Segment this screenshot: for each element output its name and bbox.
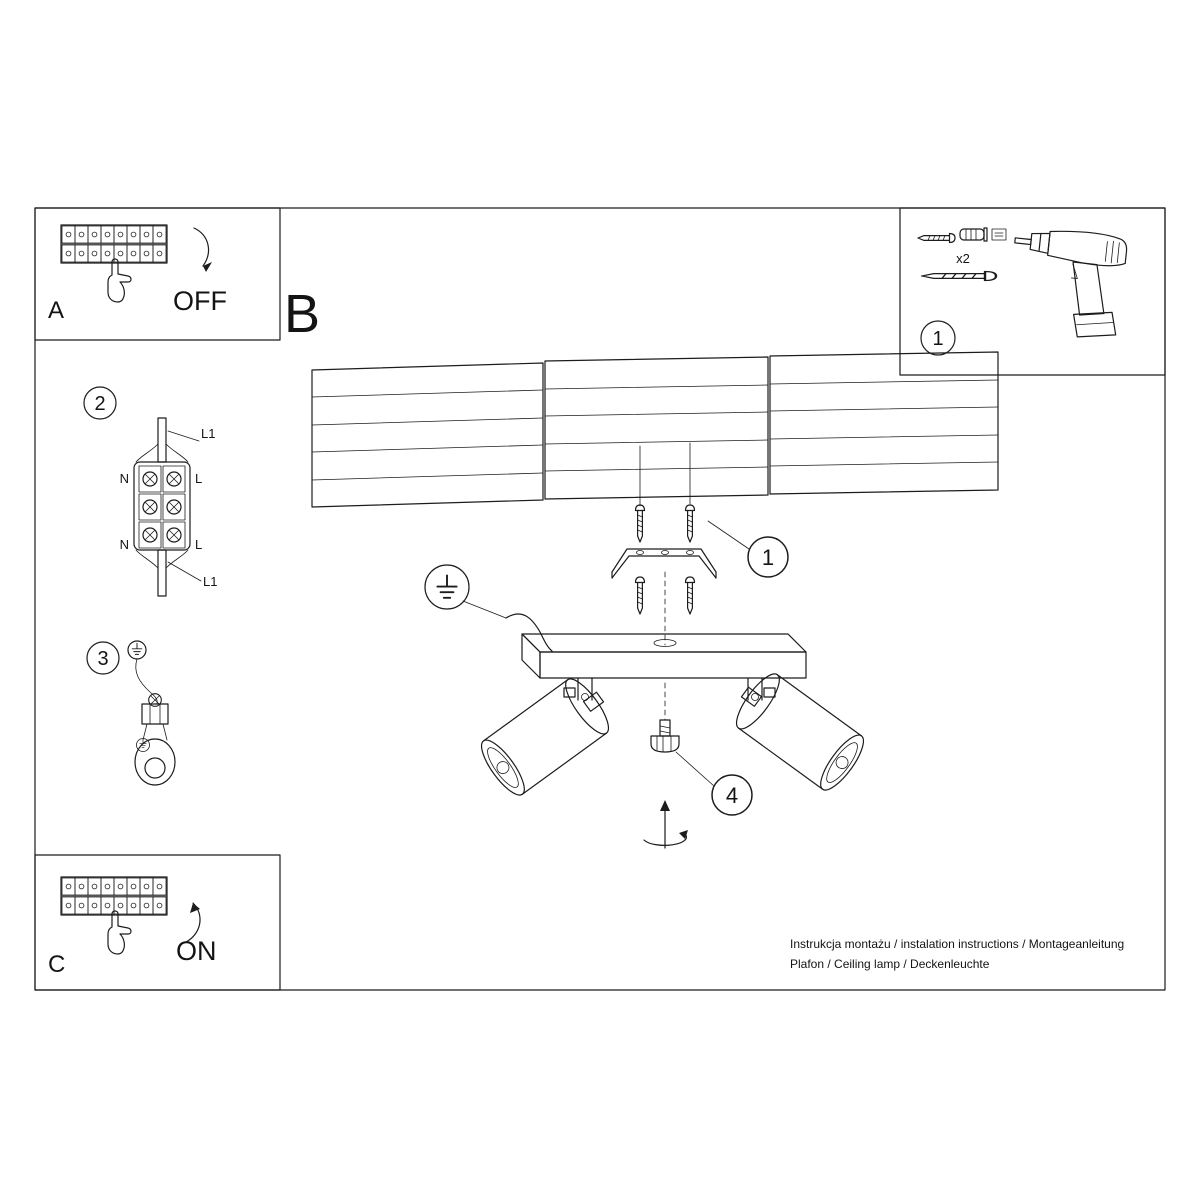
on-label: ON [176,936,217,966]
diagram-frame [34,207,1166,991]
drill-icon [1014,230,1128,338]
label-n-bottom: N [120,537,129,552]
step-2-circle [83,386,117,420]
screw-qty-label: x2 [956,251,970,266]
off-label: OFF [173,286,227,316]
fixing-screw-icon [684,576,696,615]
mounting-hardware: 1 [611,442,789,646]
wiring-step: 2 L1 N L N L L1 [83,386,217,597]
footer-line-1: Instrukcja montażu / instalation instruc… [790,937,1124,951]
arrow-down-icon [193,227,212,272]
label-l-top: L [195,471,202,486]
label-l-bottom: L [195,537,202,552]
adjustment-knob: 4 [650,682,753,816]
section-c-label: C [48,951,65,978]
screw-icon [917,232,956,244]
tools-step-circle [920,320,956,356]
hand-icon [107,258,132,303]
terminal-block-icon [133,417,191,597]
tools-step-number: 1 [932,328,943,350]
label-n-top: N [120,471,129,486]
rotation-arrow-icon [643,800,688,849]
step-2-number: 2 [94,393,105,415]
fixing-screw-icon [634,576,646,615]
long-screw-icon [920,270,998,282]
earth-symbol-circle [424,564,470,610]
center-hole [653,639,677,647]
step-1-number: 1 [762,545,774,570]
breaker-panel-icon [60,876,168,916]
earth-clamp-icon [134,693,176,786]
step-3-circle [86,641,120,675]
section-a-label: A [48,297,64,324]
arrow-up-icon [185,902,201,943]
step-4-circle [711,774,753,816]
mounting-screw-icon [684,504,696,543]
panel-on: C ON [34,854,281,991]
step-1-circle [747,536,789,578]
tools-panel: x2 1 [899,207,1166,376]
step-3-number: 3 [97,648,108,670]
mounting-bracket [611,548,717,579]
spotlight-right [735,673,865,791]
earth-icon [436,574,458,599]
label-l1-bottom: L1 [203,574,217,589]
label-l1-top: L1 [201,426,215,441]
ceiling-boards [311,351,999,508]
earth-connection [424,564,553,652]
lamp-base [521,633,807,679]
footer-line-2: Plafon / Ceiling lamp / Deckenleuchte [790,957,990,971]
spotlight-left [480,678,610,796]
breaker-panel-icon [60,224,168,264]
hand-icon [107,910,132,955]
earth-step: 3 [86,640,176,786]
panel-off: A OFF [34,207,281,341]
mounting-screw-icon [634,504,646,543]
wall-plug-icon [959,227,1007,242]
step-4-number: 4 [726,783,738,808]
section-b-label: B [284,284,320,344]
